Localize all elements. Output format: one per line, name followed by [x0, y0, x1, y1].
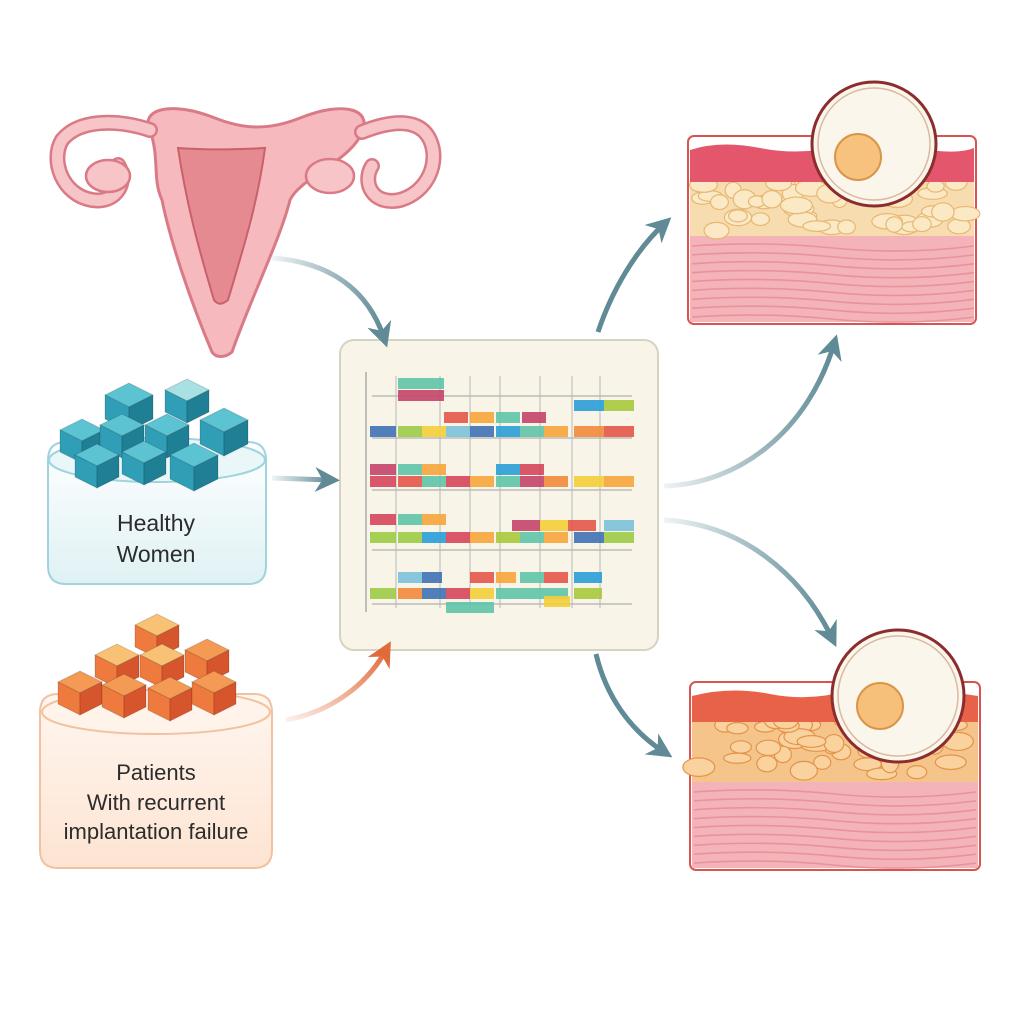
healthy-label-line1: Healthy — [117, 510, 195, 536]
muscle-fibers — [691, 243, 975, 323]
patients-rif-label: Patients With recurrent implantation fai… — [40, 758, 272, 847]
uterus-illustration — [49, 107, 442, 358]
arrow-heatmap-to-tissue-top-a — [595, 217, 672, 333]
arrow-heatmap-to-tissue-top-b — [663, 334, 842, 489]
healthy-women-group — [47, 378, 267, 585]
rif-label-line3: implantation failure — [63, 819, 249, 845]
flow-arrows — [271, 217, 842, 758]
healthy-label-line2: Women — [116, 541, 196, 568]
heatmap-panel — [339, 339, 659, 651]
healthy-cubes-icon — [58, 378, 250, 492]
arrow-uterus-to-heatmap — [271, 255, 392, 348]
expression-heatmap — [365, 372, 634, 613]
endometrium-tissue-bottom — [682, 628, 981, 871]
patients-cubes-icon — [56, 613, 238, 722]
healthy-women-label: Healthy Women — [48, 508, 264, 570]
embryo-icon — [856, 682, 904, 730]
arrow-heatmap-to-tissue-bottom-b — [593, 653, 673, 758]
muscle-fibers — [693, 789, 977, 869]
patients-rif-group — [39, 613, 273, 869]
embryo-icon — [834, 133, 882, 181]
endometrium-tissue-top — [687, 80, 981, 325]
arrow-heatmap-to-tissue-bottom-a — [663, 517, 837, 647]
rif-label-line1: Patients — [116, 760, 196, 785]
arrow-healthy-to-heatmap — [271, 466, 340, 492]
rif-label-line2: With recurrent — [86, 789, 226, 815]
arrow-patients-to-heatmap — [285, 641, 391, 723]
